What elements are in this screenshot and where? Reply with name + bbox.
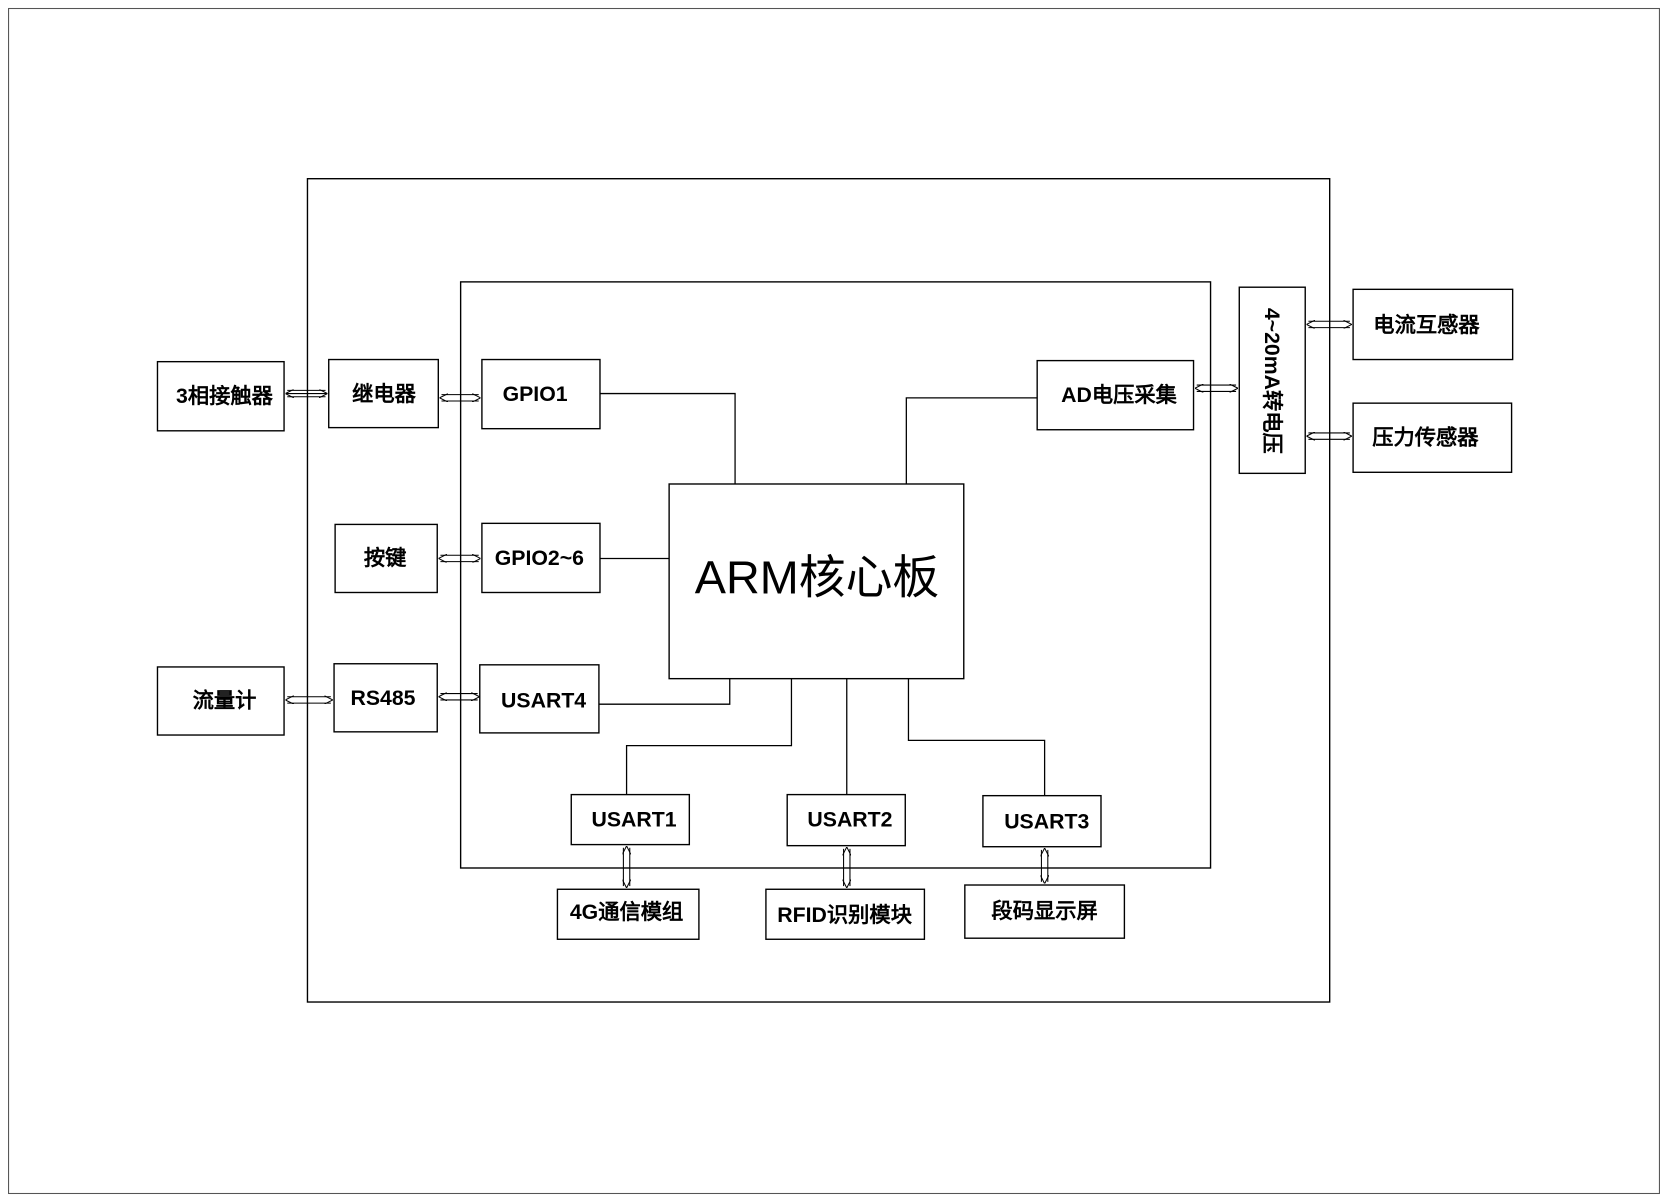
flowmeter-block: 流量计 (156, 666, 285, 736)
usart4-label: USART4 (501, 688, 586, 712)
4g-module-label: 4G通信模组 (570, 899, 683, 924)
gpio1-label: GPIO1 (503, 382, 568, 406)
usart1-label: USART1 (591, 808, 676, 832)
pressure-sensor-block: 压力传感器 (1352, 402, 1513, 473)
relay-block: 继电器 (328, 358, 439, 429)
display-block: 段码显示屏 (964, 884, 1126, 939)
connection-lines (598, 392, 1046, 796)
contactor-block: 3相接触器 (156, 360, 285, 432)
double-arrows (286, 321, 1351, 887)
arrow-usart3-display (1041, 849, 1047, 883)
gpio2-6-label: GPIO2~6 (495, 546, 584, 570)
arm-core-label: ARM核心板 (695, 552, 939, 604)
gpio1-block: GPIO1 (481, 358, 601, 430)
4g-module-block: 4G通信模组 (556, 888, 700, 940)
arrow-converter-pressure (1307, 433, 1351, 439)
arrow-contactor-relay (286, 390, 326, 396)
flowmeter-label: 流量计 (193, 688, 257, 712)
rfid-block: RFID识别模块 (765, 888, 926, 940)
current-transformer-block: 电流互感器 (1352, 288, 1514, 361)
usart2-block: USART2 (786, 793, 906, 847)
current-transformer-label: 电流互感器 (1373, 312, 1480, 337)
arm-core-block: ARM核心板 (668, 483, 965, 680)
arrow-usart2-rfid (844, 848, 850, 887)
usart2-label: USART2 (807, 808, 892, 832)
pressure-sensor-label: 压力传感器 (1372, 425, 1479, 450)
rfid-label: RFID识别模块 (777, 903, 912, 927)
usart1-block: USART1 (570, 793, 691, 846)
arrow-relay-gpio1 (440, 395, 479, 401)
arrow-usart1-4g (623, 847, 629, 887)
usart3-block: USART3 (982, 794, 1102, 848)
key-block: 按键 (334, 523, 438, 594)
page-border (8, 7, 1660, 1195)
converter-block: 4~20mA转电压 (1238, 286, 1306, 475)
ad-block: AD电压采集 (1036, 359, 1195, 431)
arrow-rs485-usart4 (439, 694, 478, 700)
display-label: 段码显示屏 (991, 898, 1097, 923)
contactor-label: 3相接触器 (176, 383, 274, 408)
usart3-label: USART3 (1004, 810, 1089, 834)
rs485-block: RS485 (333, 663, 438, 733)
key-label: 按键 (364, 545, 407, 570)
arrow-key-gpio2 (439, 555, 479, 561)
relay-label: 继电器 (352, 381, 417, 406)
arrow-flowmeter-rs485 (286, 697, 332, 703)
arrow-converter-ct (1307, 321, 1351, 327)
converter-label: 4~20mA转电压 (1260, 308, 1285, 454)
gpio2-6-block: GPIO2~6 (481, 522, 601, 594)
arrow-ad-converter (1196, 385, 1237, 391)
usart4-block: USART4 (479, 664, 600, 734)
rs485-label: RS485 (350, 686, 415, 710)
ad-label: AD电压采集 (1061, 382, 1178, 407)
